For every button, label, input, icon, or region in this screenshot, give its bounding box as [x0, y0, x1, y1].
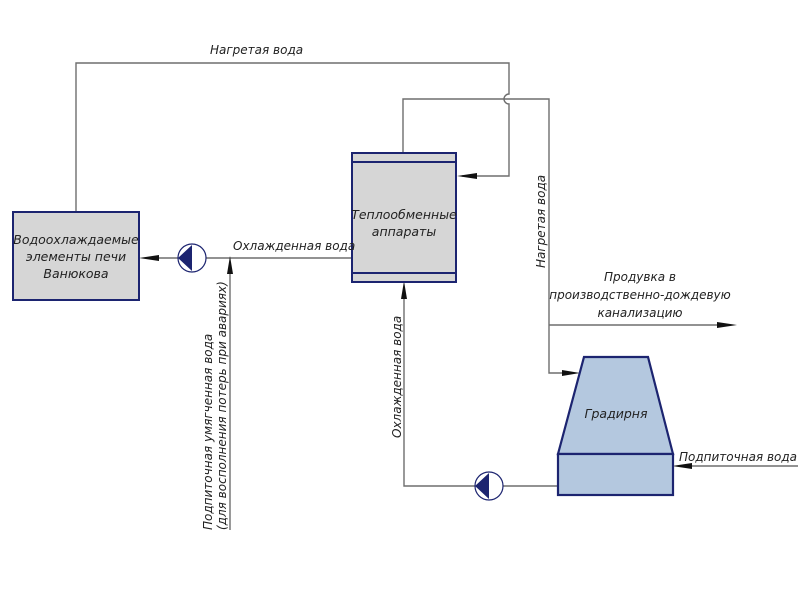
label-cooled-water-vertical: Охлажденная вода: [390, 316, 404, 438]
pipe-heated-water-to-tower: [402, 98, 570, 374]
furnace-block[interactable]: Водоохлаждаемые элементы печи Ванюкова: [12, 211, 140, 301]
arrow-makeup-tower: [672, 463, 692, 469]
label-makeup-tower: Подпиточная вода: [679, 450, 797, 464]
furnace-box: [12, 211, 140, 301]
cooling-tower-basin: [556, 452, 675, 497]
exchanger-label-2: аппараты: [372, 224, 437, 239]
pump-1[interactable]: [177, 243, 207, 273]
pipes: [75, 62, 798, 530]
pipe-cooled-water-to-exchanger: [403, 288, 475, 487]
furnace-label-2: элементы печи: [26, 249, 126, 264]
pump-1-triangle-icon: [178, 245, 192, 271]
arrow-to-exchanger-bottom: [401, 281, 407, 299]
exchanger-label-1: Теплообменные: [351, 207, 457, 222]
arrowheads: [139, 173, 737, 469]
heat-exchanger-block[interactable]: Теплообменные аппараты: [351, 152, 457, 283]
arrow-to-exchanger: [457, 173, 477, 179]
label-blowdown-2: производственно-дождевую: [549, 288, 731, 302]
arrow-to-furnace: [139, 255, 159, 261]
arrow-makeup-softened: [227, 256, 233, 274]
pump-2-triangle-icon: [475, 473, 489, 499]
arrow-to-tower: [562, 370, 580, 376]
furnace-label-3: Ванюкова: [43, 266, 108, 281]
label-heated-water-vertical: Нагретая вода: [534, 175, 548, 268]
pipe-heated-water-top: [75, 62, 510, 212]
label-makeup-softened-2: (для восполнения потерь при авариях): [215, 281, 229, 530]
furnace-label-1: Водоохлаждаемые: [13, 232, 139, 247]
label-cooled-water-to-furnace: Охлажденная вода: [233, 239, 355, 253]
label-blowdown-3: канализацию: [597, 306, 682, 320]
label-blowdown-1: Продувка в: [604, 270, 676, 284]
cooling-tower-label: Градирня: [585, 406, 648, 421]
pump-2[interactable]: [474, 471, 504, 501]
cooling-tower-block[interactable]: Градирня: [556, 355, 675, 497]
label-heated-water-top: Нагретая вода: [210, 43, 303, 57]
arrow-blowdown: [717, 322, 737, 328]
heat-exchanger-box: [351, 152, 457, 283]
label-makeup-softened-1: Подпиточная умягченная вода: [201, 334, 215, 530]
